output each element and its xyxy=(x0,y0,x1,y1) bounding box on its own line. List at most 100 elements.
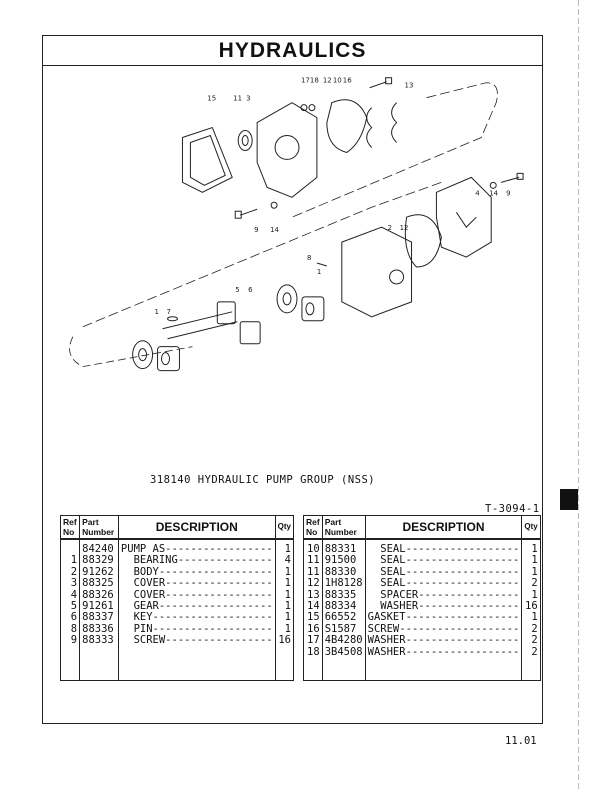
ref-cell: 17 xyxy=(303,634,323,647)
svg-text:9: 9 xyxy=(254,226,258,234)
part-number-cell: 91500 xyxy=(321,554,366,567)
header-description: DESCRIPTION xyxy=(117,515,276,540)
description-cell: COVER----------------- xyxy=(117,577,276,590)
svg-text:1: 1 xyxy=(317,268,321,276)
qty-cell: 1 xyxy=(274,589,295,602)
page-edge-line xyxy=(578,0,579,792)
svg-text:10: 10 xyxy=(333,77,342,85)
header-part-number: Part Number xyxy=(321,515,366,540)
qty-cell: 1 xyxy=(274,543,295,556)
part-number-cell: 88325 xyxy=(79,577,119,590)
ref-cell: 9 xyxy=(59,634,81,647)
part-number-cell: 88330 xyxy=(321,566,366,579)
part-number-cell: 88335 xyxy=(321,589,366,602)
ref-cell: 12 xyxy=(303,577,323,590)
qty-cell: 16 xyxy=(274,634,295,647)
page-number: 11.01 xyxy=(505,735,537,747)
header-qty: Qty xyxy=(274,515,295,540)
page-frame: HYDRAULICS xyxy=(42,35,543,724)
header-part-number: Part Number xyxy=(79,515,119,540)
qty-cell: 4 xyxy=(274,554,295,567)
qty-cell: 1 xyxy=(274,566,295,579)
svg-text:15: 15 xyxy=(207,95,216,103)
qty-cell: 2 xyxy=(521,577,541,590)
svg-text:4: 4 xyxy=(475,189,480,197)
figure-number: T-3094-1 xyxy=(485,503,540,515)
svg-text:1: 1 xyxy=(155,308,159,316)
svg-text:3: 3 xyxy=(246,95,250,103)
qty-cell: 1 xyxy=(274,600,295,613)
qty-cell: 2 xyxy=(521,634,541,647)
svg-text:17: 17 xyxy=(301,77,310,85)
ref-cell: 1 xyxy=(59,554,81,567)
svg-text:9: 9 xyxy=(506,189,510,197)
part-number-cell: 66552 xyxy=(321,612,366,624)
ref-cell: 6 xyxy=(59,612,81,624)
svg-text:7: 7 xyxy=(167,308,171,316)
ref-cell: 4 xyxy=(59,589,81,602)
part-number-cell: S1587 xyxy=(321,623,366,636)
qty-cell: 2 xyxy=(521,623,541,636)
description-cell: SCREW----------------- xyxy=(117,634,276,647)
qty-cell: 1 xyxy=(274,577,295,590)
svg-text:16: 16 xyxy=(343,77,352,85)
part-number-cell: 3B4508 xyxy=(321,646,366,659)
description-cell: SEAL------------------ xyxy=(364,577,523,590)
page-title: HYDRAULICS xyxy=(218,38,367,62)
svg-text:2: 2 xyxy=(388,224,392,232)
ref-cell: 8 xyxy=(59,623,81,636)
ref-cell: 2 xyxy=(59,566,81,579)
qty-cell: 1 xyxy=(521,566,541,579)
svg-text:14: 14 xyxy=(270,226,279,234)
ref-cell: 3 xyxy=(59,577,81,590)
exploded-view-diagram: 17 18 12 10 16 13 15 11 3 9 14 4 14 9 2 … xyxy=(43,67,542,467)
svg-text:11: 11 xyxy=(233,95,242,103)
qty-cell: 2 xyxy=(521,646,541,659)
header-qty: Qty xyxy=(521,515,541,540)
qty-cell: 1 xyxy=(274,612,295,624)
part-number-cell: 88331 xyxy=(321,543,366,556)
description-cell: WASHER------------------ xyxy=(364,646,523,659)
svg-text:6: 6 xyxy=(248,286,252,294)
figure-caption: 318140 HYDRAULIC PUMP GROUP (NSS) xyxy=(150,474,376,486)
svg-text:13: 13 xyxy=(405,82,414,90)
section-thumb-tab xyxy=(560,489,578,510)
qty-cell: 1 xyxy=(521,589,541,602)
qty-cell: 1 xyxy=(521,543,541,556)
svg-text:12: 12 xyxy=(400,224,409,232)
parts-table-left: Ref No Part Number DESCRIPTION Qty 84240… xyxy=(59,515,295,682)
part-number-cell: 1H8128 xyxy=(321,577,366,590)
svg-text:5: 5 xyxy=(235,286,239,294)
ref-cell: 5 xyxy=(59,600,81,613)
svg-text:18: 18 xyxy=(310,77,319,85)
part-number-cell: 88334 xyxy=(321,600,366,613)
header-ref-no: Ref No xyxy=(303,515,323,540)
part-number-cell: 88333 xyxy=(79,634,119,647)
svg-text:14: 14 xyxy=(489,189,498,197)
qty-cell: 1 xyxy=(521,554,541,567)
qty-cell: 1 xyxy=(521,612,541,624)
header-ref-no: Ref No xyxy=(59,515,81,540)
header-description: DESCRIPTION xyxy=(364,515,523,540)
ref-cell: 18 xyxy=(303,646,323,659)
svg-text:8: 8 xyxy=(307,254,311,262)
